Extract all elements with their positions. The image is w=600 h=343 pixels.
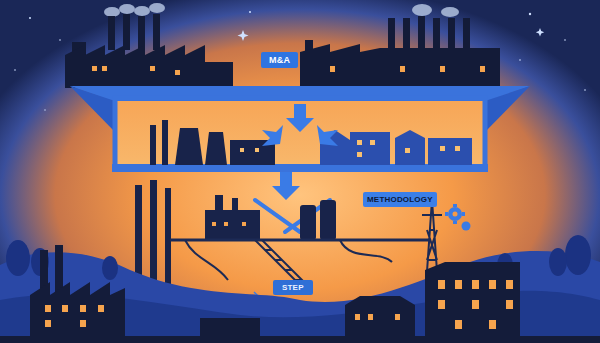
box-label: STEP (282, 283, 304, 292)
label-box: M&A (261, 52, 298, 68)
bottom-buildings (0, 245, 600, 343)
top-left-factory (65, 3, 233, 88)
box-label: M&A (269, 55, 290, 65)
top-right-factory (300, 4, 500, 88)
gears (445, 204, 471, 231)
process-band (70, 86, 530, 172)
hills (0, 235, 600, 343)
box-label: METHODOLOGY (367, 195, 433, 204)
label-box: STEP (273, 280, 313, 295)
label-box: METHODOLOGY (363, 192, 437, 207)
